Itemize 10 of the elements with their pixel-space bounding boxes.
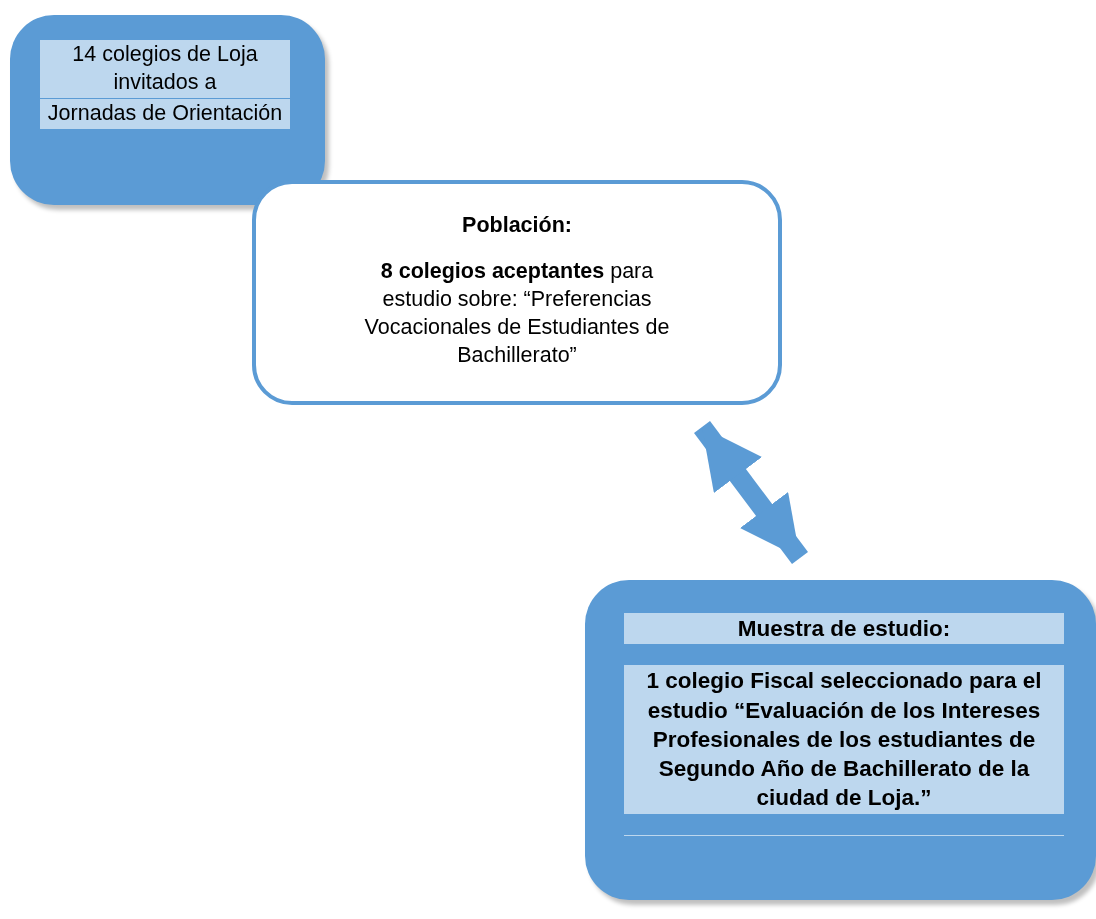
- box-text: Jornadas de Orientación: [40, 97, 290, 129]
- double-arrow: [694, 421, 808, 564]
- box-text: 8 colegios aceptantes para estudio sobre: “Preferencias Vocacionales de Estudiantes de Bachillerato”: [363, 257, 671, 369]
- process-box: [10, 15, 325, 205]
- process-box: [252, 180, 782, 405]
- box-text: 1 colegio Fiscal seleccionado para el estudio “Evaluación de los Intereses Profesionales de los estudiantes de Segundo Año de Bachillerato de la ciudad de Loja.”: [624, 665, 1064, 814]
- box-heading: Muestra de estudio:: [624, 613, 1064, 645]
- box-text: 14 colegios de Loja invitados a: [40, 40, 290, 98]
- process-box: [585, 580, 1096, 900]
- box-heading: Población:: [461, 212, 573, 239]
